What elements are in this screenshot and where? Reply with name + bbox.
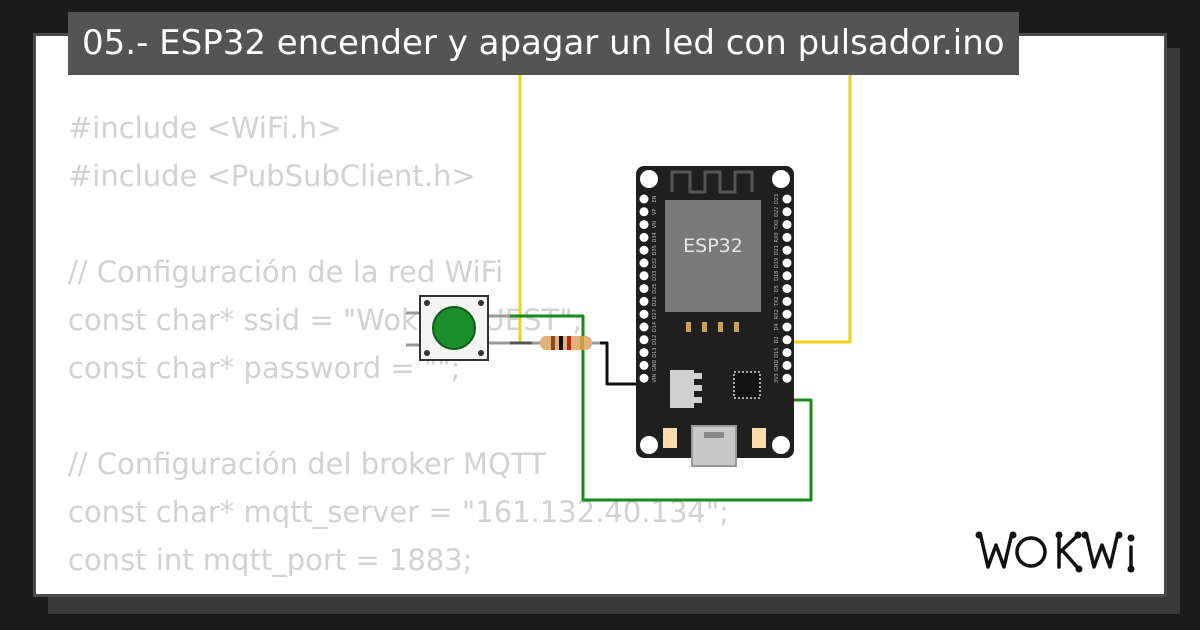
- code-line: // Configuración de la red WiFi: [68, 255, 504, 289]
- pin-label: 3V3: [774, 373, 780, 383]
- pin-hole[interactable]: [782, 348, 792, 358]
- pin-label: GND: [774, 360, 780, 372]
- pin-label: D5: [774, 285, 780, 292]
- pin-label: D12: [652, 335, 658, 345]
- code-line: const char* password = "";: [68, 351, 461, 385]
- pin-hole[interactable]: [639, 322, 649, 332]
- pin-hole[interactable]: [639, 284, 649, 294]
- pushbutton-icon[interactable]: [406, 295, 510, 361]
- pin-label: D2: [774, 336, 780, 343]
- pin-hole[interactable]: [782, 271, 792, 281]
- pin-hole[interactable]: [782, 220, 792, 230]
- pin-label: GND: [652, 360, 658, 372]
- pin-hole[interactable]: [639, 296, 649, 306]
- pin-hole[interactable]: [639, 207, 649, 217]
- pin-label: EN: [652, 195, 658, 202]
- pin-label: D26: [652, 296, 658, 306]
- pin-hole[interactable]: [782, 245, 792, 255]
- wire-black: [595, 341, 644, 386]
- pin-label: D33: [652, 271, 658, 281]
- pin-label: VIN: [652, 374, 658, 383]
- pin-hole[interactable]: [782, 309, 792, 319]
- pin-hole[interactable]: [639, 373, 649, 383]
- pin-hole[interactable]: [639, 220, 649, 230]
- pin-label: TX0: [774, 220, 780, 231]
- wire-green: [488, 314, 813, 502]
- pin-hole[interactable]: [782, 360, 792, 370]
- pin-label: D23: [774, 194, 780, 204]
- code-card: #include <WiFi.h> #include <PubSubClient.…: [33, 33, 1167, 597]
- pin-label: D32: [652, 258, 658, 268]
- pin-label: D14: [652, 322, 658, 332]
- pin-hole[interactable]: [639, 360, 649, 370]
- code-line: const char* mqtt_user = "";: [68, 584, 729, 594]
- wokwi-logo: [975, 531, 1135, 573]
- pin-label: D35: [652, 245, 658, 255]
- pin-hole[interactable]: [639, 232, 649, 242]
- pin-hole[interactable]: [782, 232, 792, 242]
- pin-hole[interactable]: [782, 207, 792, 217]
- pin-label: D13: [652, 347, 658, 357]
- pin-hole[interactable]: [639, 194, 649, 204]
- pin-hole[interactable]: [782, 296, 792, 306]
- pin-hole[interactable]: [639, 309, 649, 319]
- resistor-icon[interactable]: [532, 336, 600, 350]
- pin-hole[interactable]: [639, 258, 649, 268]
- page-title: 05.- ESP32 encender y apagar un led con …: [68, 12, 1019, 75]
- pin-hole[interactable]: [782, 335, 792, 345]
- pin-hole[interactable]: [782, 373, 792, 383]
- code-line: #include <PubSubClient.h>: [68, 159, 476, 193]
- chip-label: ESP32: [683, 235, 743, 257]
- pin-label: TX2: [774, 297, 780, 308]
- code-line: #include <WiFi.h>: [68, 111, 342, 145]
- pin-label: VP: [652, 209, 658, 215]
- pin-label: D4: [774, 323, 780, 330]
- pin-hole[interactable]: [782, 322, 792, 332]
- pin-label: D27: [652, 309, 658, 319]
- pin-hole[interactable]: [639, 348, 649, 358]
- pin-label: D22: [774, 207, 780, 217]
- pin-hole[interactable]: [639, 271, 649, 281]
- pin-label: D25: [652, 283, 658, 293]
- pin-label: RX2: [774, 309, 780, 319]
- pin-label: D18: [774, 271, 780, 281]
- pin-hole[interactable]: [782, 194, 792, 204]
- pin-hole[interactable]: [782, 258, 792, 268]
- code-line: // Configuración del broker MQTT: [68, 447, 546, 481]
- pin-hole[interactable]: [639, 335, 649, 345]
- pin-label: D34: [652, 232, 658, 242]
- code-preview: #include <WiFi.h> #include <PubSubClient.…: [68, 104, 729, 594]
- esp32-board-icon[interactable]: ESP32 ENVPVND34D35D32D33D25D26D27D14D12D…: [636, 166, 794, 467]
- pin-label: RX0: [774, 232, 780, 242]
- code-line: const int mqtt_port = 1883;: [68, 543, 473, 577]
- pin-label: VN: [652, 221, 658, 228]
- pin-label: D15: [774, 347, 780, 357]
- pin-hole[interactable]: [639, 245, 649, 255]
- pin-label: D19: [774, 258, 780, 268]
- pin-label: D21: [774, 245, 780, 255]
- pin-hole[interactable]: [782, 284, 792, 294]
